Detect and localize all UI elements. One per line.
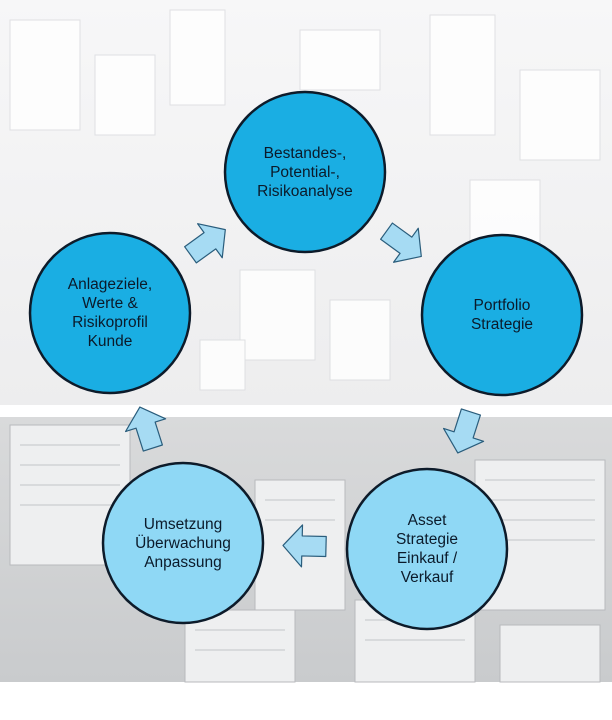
node-circle-analyse xyxy=(223,90,387,254)
node-circle-anlage xyxy=(28,231,192,395)
node-circle-umsetzung xyxy=(101,461,265,625)
arrow-umsetzung-to-anlage xyxy=(124,406,167,452)
arrow-asset-to-umsetzung xyxy=(282,524,327,568)
arrow-analyse-to-portfolio xyxy=(380,222,422,263)
node-circle-asset xyxy=(345,467,509,631)
arrow-portfolio-to-asset xyxy=(442,408,485,454)
arrow-anlage-to-analyse xyxy=(184,223,226,264)
node-circle-portfolio xyxy=(420,233,584,397)
